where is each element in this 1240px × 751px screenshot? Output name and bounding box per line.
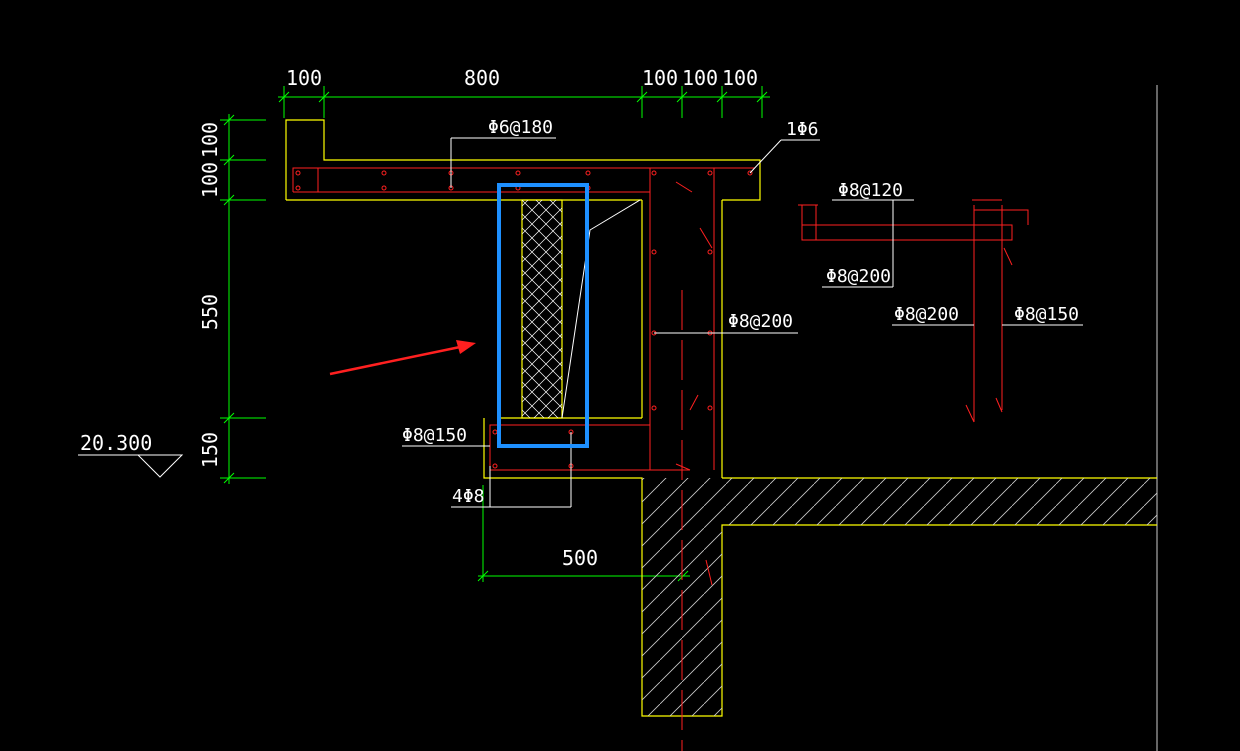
label-detail-mid: Φ8@200 [826, 266, 891, 287]
label-slab-top-bars: Φ6@180 [488, 117, 553, 138]
rebar-detail [798, 199, 1029, 423]
elevation-marker [78, 454, 184, 478]
bottom-dim: 500 [562, 546, 598, 570]
label-detail-right: Φ8@150 [1014, 304, 1079, 325]
left-dim-3: 550 [198, 294, 222, 330]
top-dim-2: 800 [464, 66, 500, 90]
left-dim-4: 150 [198, 432, 222, 468]
left-dim-1: 100 [198, 122, 222, 158]
label-wall-bars: Φ8@200 [728, 311, 793, 332]
label-detail-left: Φ8@200 [894, 304, 959, 325]
label-ledge-bars: Φ8@150 [402, 425, 467, 446]
floor-slab-hatch [722, 478, 1157, 525]
left-dimension-chain [220, 114, 266, 484]
pointer-arrow-icon [329, 340, 476, 376]
label-ledge-long: 4Φ8 [452, 486, 485, 507]
label-detail-top: Φ8@120 [838, 180, 903, 201]
highlight-box [497, 183, 589, 448]
top-dimension-chain [278, 86, 770, 118]
top-dim-1: 100 [286, 66, 322, 90]
label-corner-bar: 1Φ6 [786, 119, 819, 140]
top-dim-4: 100 [682, 66, 718, 90]
leader-lines [402, 137, 1083, 508]
top-dim-3: 100 [642, 66, 678, 90]
left-dim-2: 100 [198, 162, 222, 198]
insulation-layer [522, 200, 562, 418]
elevation-value: 20.300 [80, 431, 152, 455]
top-dim-5: 100 [722, 66, 758, 90]
rebar-lines [292, 167, 755, 751]
